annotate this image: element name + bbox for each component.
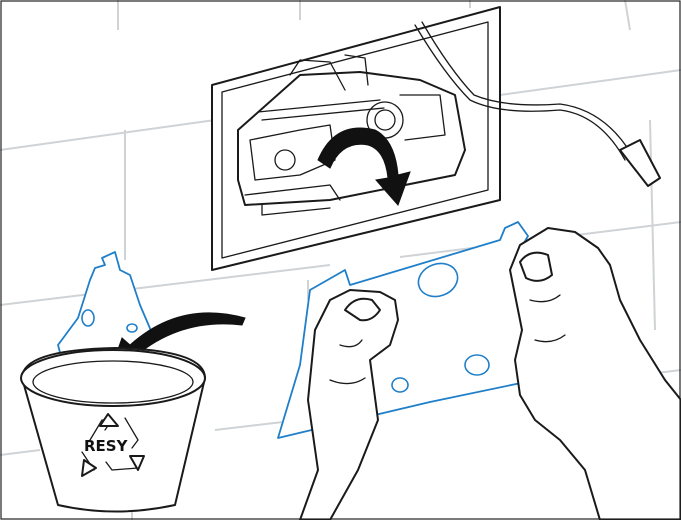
cistern-opening (212, 7, 660, 270)
right-hand (510, 228, 681, 520)
recycle-label: RESY (84, 437, 129, 455)
recycling-bin: RESY (21, 348, 205, 512)
